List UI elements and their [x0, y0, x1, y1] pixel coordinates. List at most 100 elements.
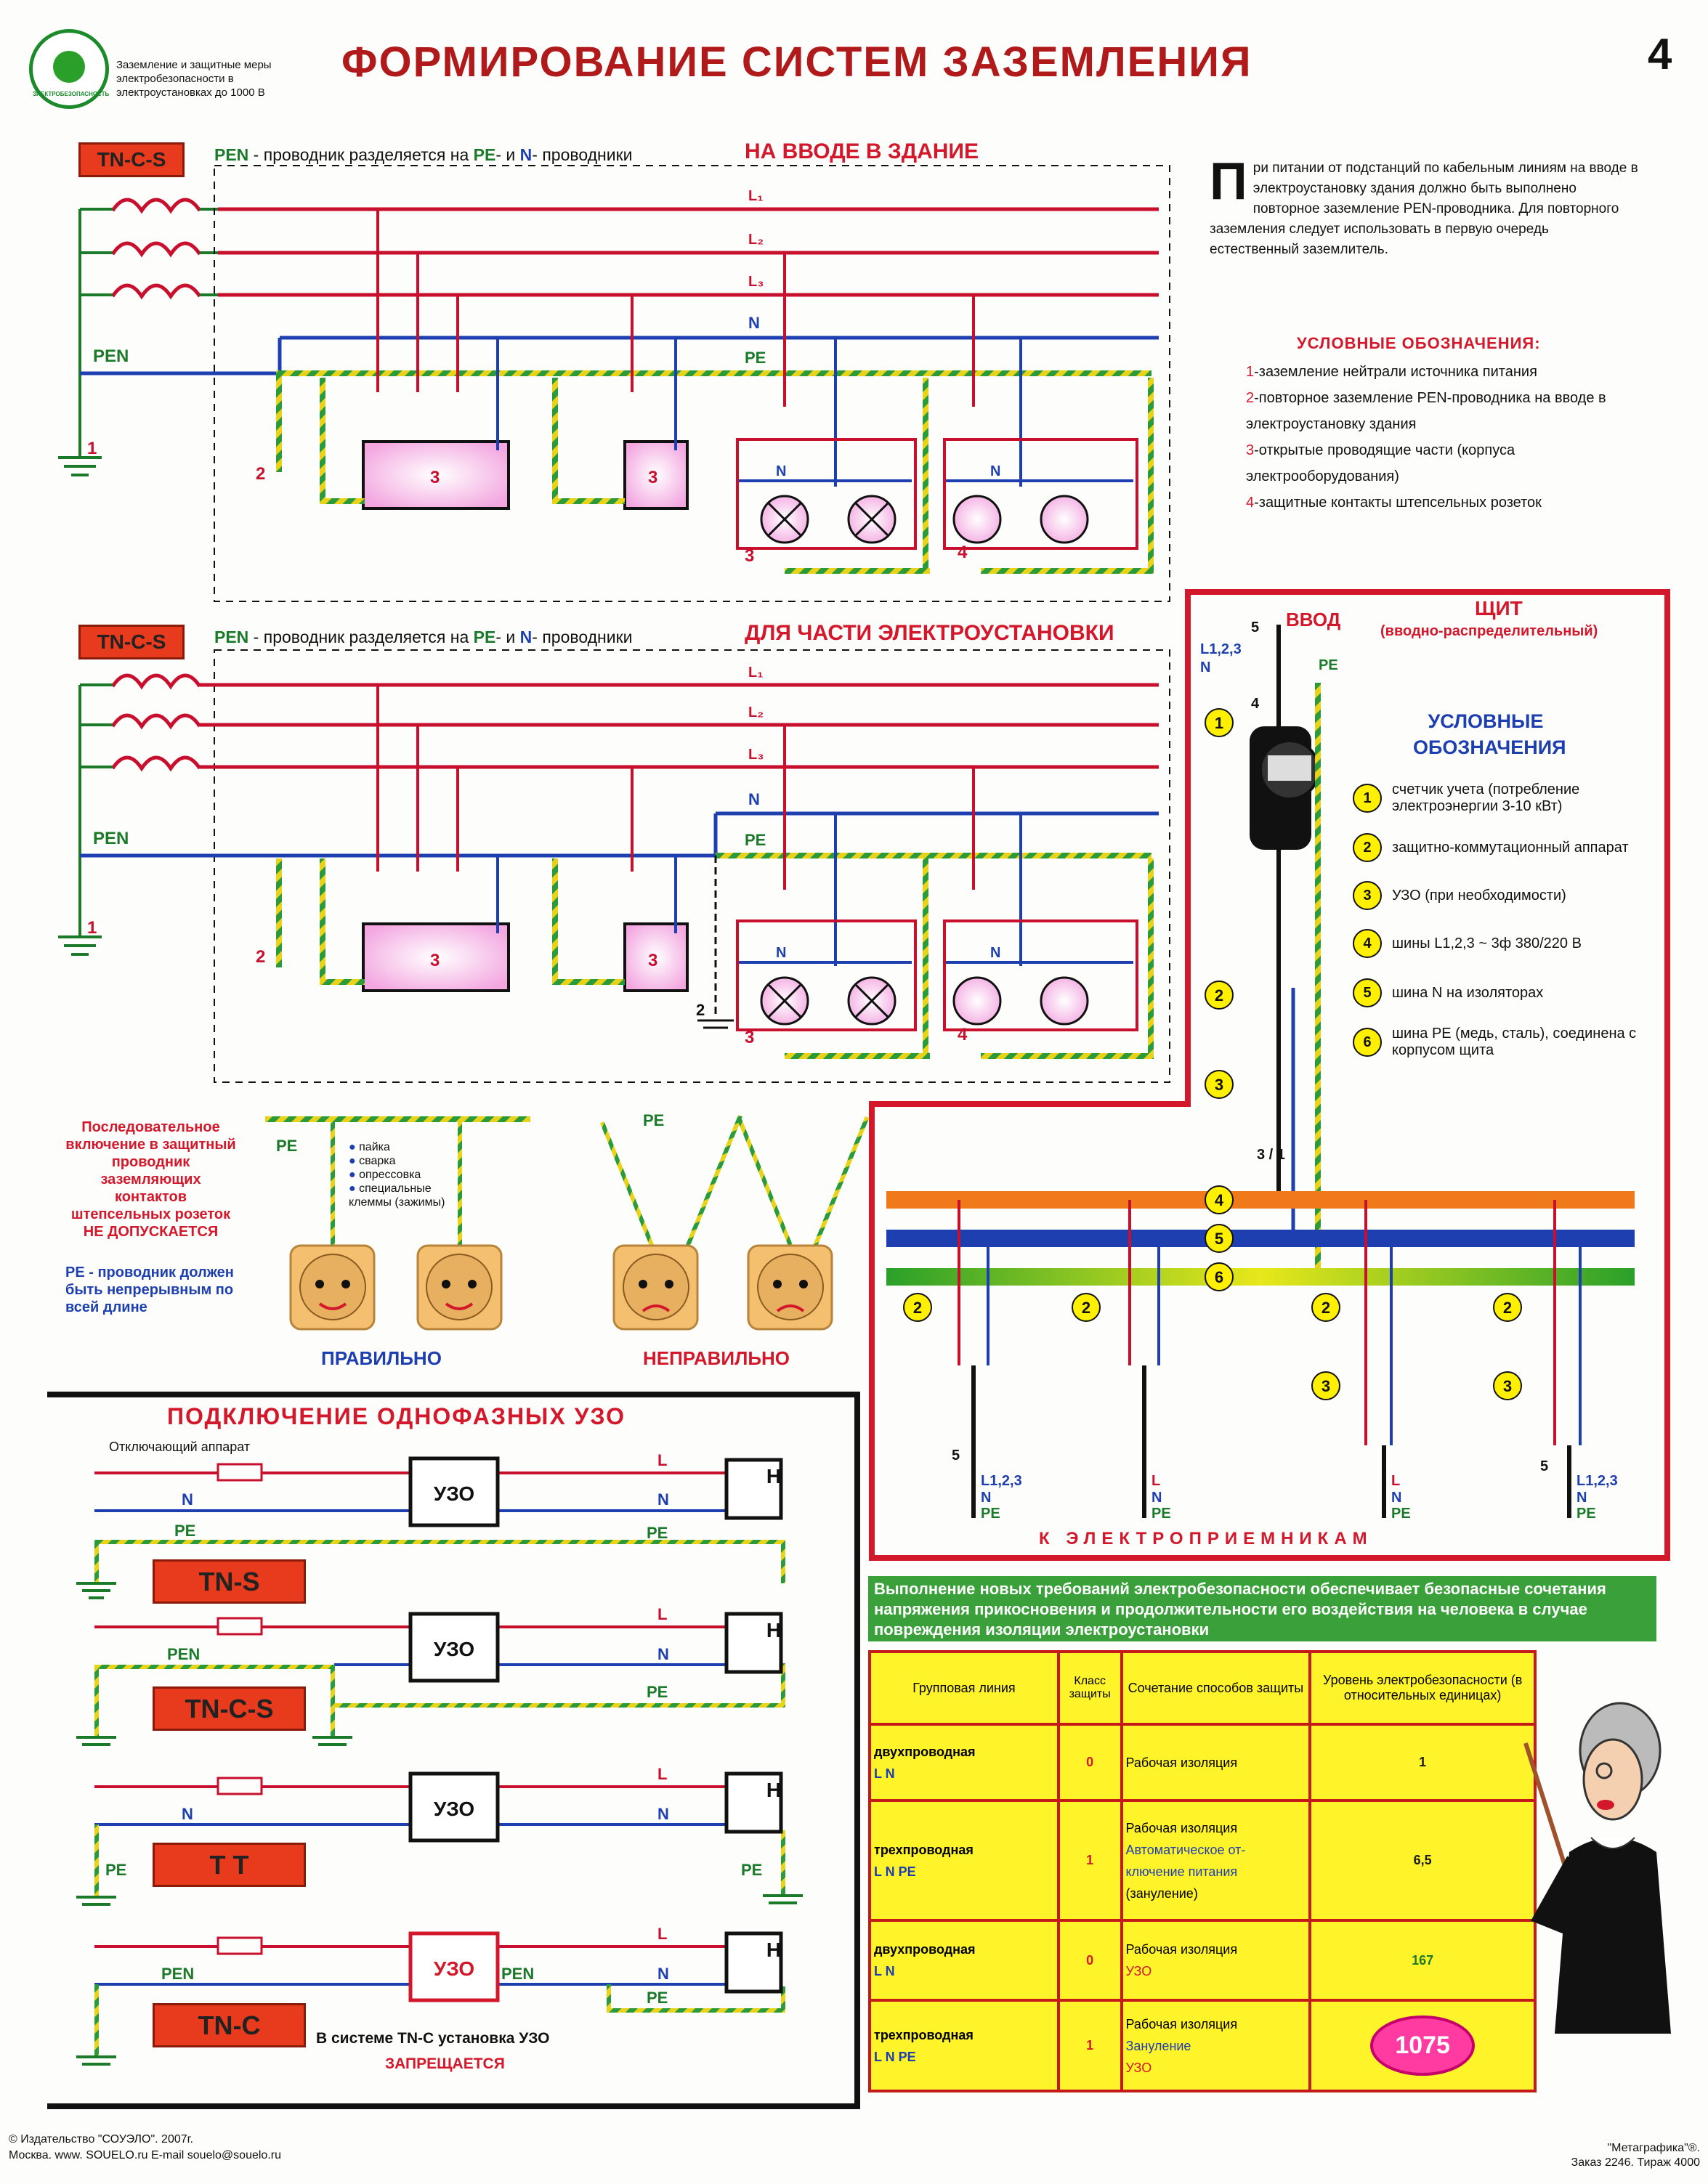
logo-text: ЭЛЕКТРОБЕЗОПАСНОСТЬ: [33, 91, 110, 97]
svg-text:4: 4: [1251, 696, 1260, 712]
svg-text:PE: PE: [647, 1989, 668, 2007]
panel-vvod: ВВОД: [1286, 609, 1341, 630]
svg-text:L1,2,3: L1,2,3: [1200, 641, 1242, 657]
svg-text:L₁: L₁: [748, 665, 764, 681]
svg-text:L: L: [657, 1605, 667, 1623]
panel-legend-title: УСЛОВНЫЕ ОБОЗНАЧЕНИЯ: [1413, 710, 1566, 758]
svg-text:Н: Н: [766, 1779, 781, 1801]
svg-text:4: 4: [958, 543, 968, 562]
svg-text:1: 1: [87, 918, 97, 938]
svg-text:3: 3: [430, 951, 440, 970]
svg-text:PE: PE: [745, 831, 766, 849]
svg-text:3: 3: [430, 468, 440, 487]
logo: ЭЛЕКТРОБЕЗОПАСНОСТЬ: [29, 29, 109, 109]
footer-right: "Метаграфика"®. Заказ 2246. Тираж 4000: [1571, 2142, 1700, 2169]
sockets-methods: ● пайка ● сварка ● опрессовка ● специаль…: [349, 1141, 445, 1209]
section1-caption: PEN - проводник разделяется на PE- и N- …: [214, 145, 633, 164]
svg-text:PE: PE: [981, 1506, 1000, 1522]
svg-text:УЗО: УЗО: [434, 1798, 474, 1820]
svg-text:N: N: [748, 790, 760, 808]
svg-text:N: N: [657, 1965, 669, 1983]
svg-text:УЗО: УЗО: [434, 1638, 474, 1660]
svg-text:2: 2: [1503, 1299, 1512, 1317]
svg-text:4: 4: [1215, 1191, 1224, 1209]
svg-text:3: 3: [745, 546, 754, 566]
svg-text:1: 1: [1215, 714, 1223, 732]
safety-banner: Выполнение новых требований электробезоп…: [868, 1576, 1656, 1641]
uzo-note-red: ЗАПРЕЩАЕТСЯ: [385, 2055, 505, 2072]
svg-text:PE: PE: [1391, 1506, 1411, 1522]
svg-text:2: 2: [696, 1001, 705, 1019]
svg-text:PE: PE: [105, 1861, 126, 1879]
svg-text:PE: PE: [647, 1683, 668, 1701]
system-tag-2: TN-C-S: [78, 625, 185, 659]
svg-text:N: N: [776, 463, 786, 479]
system-tag-1: TN-C-S: [78, 142, 185, 177]
label-N-1: N: [748, 314, 760, 332]
safety-table: Групповая линия Класс защиты Сочетание с…: [868, 1650, 1537, 2092]
label-PE-1: PE: [745, 349, 766, 367]
panel-title: ЩИТ: [1475, 597, 1523, 620]
svg-text:6: 6: [1215, 1268, 1223, 1286]
sockets-diagram: PE: [265, 1111, 870, 1331]
svg-text:N: N: [657, 1645, 669, 1663]
panel-subtitle: (вводно-распределительный): [1380, 623, 1598, 639]
svg-text:PEN: PEN: [93, 829, 129, 848]
svg-text:N: N: [990, 945, 1000, 961]
svg-text:L₃: L₃: [748, 747, 764, 763]
svg-text:2: 2: [256, 947, 265, 967]
system-tag-TN-S: TN-S: [153, 1559, 306, 1604]
footer-left: © Издательство "СОУЭЛО". 2007г. Москва. …: [9, 2133, 281, 2161]
svg-text:PE: PE: [647, 1524, 668, 1542]
section1-title: НА ВВОДЕ В ЗДАНИЕ: [745, 139, 979, 163]
svg-text:L1,2,3: L1,2,3: [1577, 1473, 1618, 1489]
svg-text:PE: PE: [174, 1522, 195, 1540]
svg-text:1: 1: [87, 439, 97, 458]
svg-text:L: L: [657, 1925, 667, 1943]
svg-text:PEN: PEN: [501, 1965, 534, 1983]
svg-text:УЗО: УЗО: [434, 1957, 474, 1980]
system-tag-TT: T T: [153, 1843, 306, 1887]
svg-text:PE: PE: [741, 1861, 762, 1879]
header-subtitle: Заземление и защитные меры электробезопа…: [116, 59, 272, 99]
section1-diagram: PEN L₁ L₂ L₃ N PE 1 2 3 3 3 4 N N: [58, 165, 1170, 602]
svg-text:N: N: [1200, 659, 1210, 675]
header-line: Групповая линия: [868, 1650, 1060, 1726]
section2-title: ДЛЯ ЧАСТИ ЭЛЕКТРОУСТАНОВКИ: [745, 621, 1114, 645]
system-tag-TN-C: TN-C: [153, 2003, 306, 2047]
label-L1-1: L₁: [748, 188, 764, 204]
sockets-pe-label: PE: [276, 1137, 298, 1155]
svg-text:L: L: [657, 1765, 667, 1783]
svg-text:2: 2: [256, 464, 265, 484]
svg-text:5: 5: [1251, 620, 1259, 636]
svg-text:PE: PE: [1319, 657, 1338, 673]
svg-text:L: L: [1391, 1473, 1400, 1489]
svg-text:Н: Н: [766, 1939, 781, 1961]
svg-text:L: L: [657, 1451, 667, 1469]
label-L3-1: L₃: [748, 274, 764, 290]
system-tag-TN-C-S: TN-C-S: [153, 1686, 306, 1731]
svg-text:N: N: [990, 463, 1000, 479]
sockets-pe-note: PE - проводник должен быть непрерывным п…: [65, 1264, 234, 1315]
label-PEN-1: PEN: [93, 346, 129, 366]
sockets-correct: ПРАВИЛЬНО: [321, 1347, 442, 1369]
section2-diagram: PEN L₁ L₂ L₃ N PE 1 2 2 3 3 3 4 N N: [58, 649, 1170, 1083]
svg-text:2: 2: [913, 1299, 922, 1317]
svg-text:Н: Н: [766, 1619, 781, 1641]
svg-text:3: 3: [1322, 1377, 1330, 1395]
page-number: 4: [1648, 30, 1672, 78]
svg-text:2: 2: [1082, 1299, 1090, 1317]
uzo-note: В системе TN-C установка УЗО: [316, 2030, 550, 2047]
level-starburst: 1075: [1370, 2015, 1475, 2076]
uzo-title: ПОДКЛЮЧЕНИЕ ОДНОФАЗНЫХ УЗО: [167, 1403, 626, 1429]
svg-text:N: N: [981, 1490, 991, 1506]
svg-text:PEN: PEN: [167, 1645, 200, 1663]
panel-footer: К ЭЛЕКТРОПРИЕМНИКАМ: [1039, 1529, 1373, 1548]
svg-text:N: N: [182, 1805, 193, 1823]
